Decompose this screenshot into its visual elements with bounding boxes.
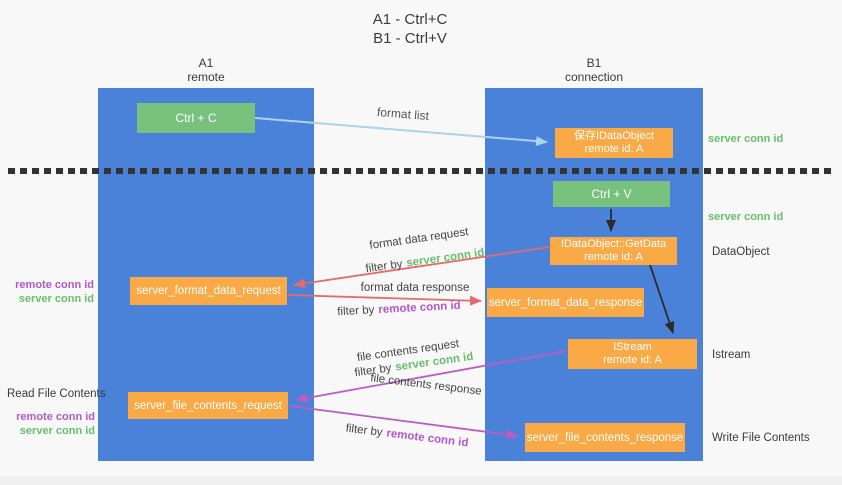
session-separator-dashed-line [8, 168, 836, 174]
istream-line1: IStream [613, 341, 652, 353]
server-file-contents-request-label: server_file_contents_request [134, 399, 282, 412]
istream-side-label: Istream [712, 349, 751, 361]
left-conn-id-block-top: remote conn id server conn id [0, 278, 94, 306]
column-b-role: connection [564, 70, 624, 84]
column-b-id: B1 [586, 56, 602, 70]
column-a-header: A1 remote [98, 56, 314, 84]
read-file-contents-label: Read File Contents [7, 388, 106, 400]
save-dataobject-line2: remote id: A [584, 143, 644, 155]
server-format-data-request-box: server_format_data_request [130, 277, 287, 305]
server-conn-id-label-top-left: server conn id [18, 293, 94, 305]
istream-text: IStream remote id: A [603, 341, 662, 367]
server-format-data-response-box: server_format_data_response [487, 288, 644, 317]
column-b-header: B1 connection [485, 56, 703, 84]
title-line-2: B1 - Ctrl+V [373, 30, 447, 47]
getdata-box: IDataObject::GetData remote id: A [550, 237, 677, 265]
format-list-arrow [254, 117, 548, 147]
server-format-data-request-label: server_format_data_request [136, 285, 281, 297]
format-data-request-arrow [293, 246, 551, 289]
write-file-contents-label: Write File Contents [712, 432, 810, 444]
getdata-line2: remote id: A [584, 251, 643, 263]
ctrl-c-box: Ctrl + C [137, 103, 255, 133]
getdata-line1: IDataObject::GetData [560, 238, 667, 250]
istream-line2: remote id: A [603, 354, 662, 366]
getdata-to-istream-arrow [649, 264, 675, 334]
filter-by-text: filter by [337, 304, 375, 319]
file-contents-request-arrow [295, 350, 567, 403]
server-conn-id-label-mid-right: server conn id [708, 211, 784, 223]
column-a-id: A1 [198, 56, 214, 70]
server-format-data-response-label: server_format_data_response [488, 296, 643, 309]
server-conn-id-label-bottom-left: server conn id [19, 425, 95, 437]
dataobject-label: DataObject [712, 246, 770, 258]
left-conn-id-block-bottom: remote conn id server conn id [0, 410, 95, 438]
file-contents-response-arrow [289, 405, 519, 440]
format-data-response-label: format data response [360, 282, 470, 294]
remote-conn-id-label-top-left: remote conn id [15, 279, 94, 291]
server-file-contents-response-box: server_file_contents_response [525, 423, 685, 452]
format-data-response-arrow [287, 294, 482, 306]
column-a-role: remote [187, 70, 225, 84]
server-file-contents-request-box: server_file_contents_request [128, 392, 288, 419]
title-line-1: A1 - Ctrl+C [372, 11, 448, 28]
ctrl-c-label: Ctrl + C [175, 111, 217, 125]
getdata-text: IDataObject::GetData remote id: A [561, 238, 666, 264]
istream-box: IStream remote id: A [568, 339, 697, 369]
save-dataobject-box: 保存IDataObject remote id: A [555, 128, 673, 158]
save-dataobject-line1: 保存IDataObject [573, 130, 655, 142]
diagram-title: A1 - Ctrl+C B1 - Ctrl+V [310, 10, 510, 48]
ctrl-v-box: Ctrl + V [553, 181, 670, 207]
save-dataobject-text: 保存IDataObject remote id: A [574, 130, 654, 156]
bottom-strip [0, 476, 842, 485]
server-conn-id-label-top-right: server conn id [708, 133, 784, 145]
ctrl-v-label: Ctrl + V [591, 187, 632, 201]
remote-conn-id-label-bottom-left: remote conn id [16, 411, 95, 423]
server-file-contents-response-label: server_file_contents_response [526, 431, 684, 444]
